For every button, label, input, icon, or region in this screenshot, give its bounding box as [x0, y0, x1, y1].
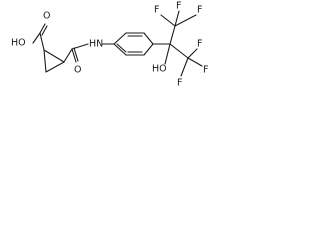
bond-cooh-c-to-ring — [39, 32, 45, 51]
bond-cyclopropane-b — [45, 61, 65, 73]
bond-upper-cf3-to-f-left — [160, 14, 176, 27]
bond-quaternary-to-oh — [164, 43, 171, 65]
bond-cyclopropane-a — [43, 49, 47, 73]
label-carboxylic-acid-o: O — [43, 11, 50, 22]
bond-benzene-inner-c — [116, 43, 127, 53]
bond-benzene-1 — [113, 32, 127, 45]
chemical-structure-diagram: HO O HN O HO F F F F F F — [11, 1, 208, 89]
label-carboxylic-acid-oh: HO — [11, 38, 26, 49]
bond-cooh-c-o-double-1 — [39, 23, 46, 34]
label-fluorine-lower-bottom: F — [177, 78, 182, 89]
bond-lower-cf3-to-f-bottom — [180, 57, 189, 77]
bond-benzene-6 — [113, 43, 127, 56]
bond-ring-to-amide-c — [63, 48, 73, 63]
bond-lower-cf3-to-f-right — [187, 57, 203, 67]
bond-quaternary-to-upper-cf3 — [169, 25, 176, 45]
bond-benzene-3 — [143, 32, 154, 45]
bond-lower-cf3-to-f-top — [187, 48, 198, 59]
bond-cyclopropane-c — [43, 49, 65, 63]
label-amide-o: O — [74, 65, 81, 76]
bond-amide-c-o-double-2 — [73, 47, 79, 62]
bond-amide-c-o-double-1 — [71, 48, 77, 63]
bond-cooh-c-to-oh — [32, 32, 41, 44]
label-amide-nh: HN — [89, 39, 103, 50]
bond-lines — [32, 10, 203, 77]
label-fluorine-lower-top: F — [197, 39, 202, 50]
bond-amide-c-to-n — [71, 43, 89, 50]
bond-cooh-c-o-double-2 — [41, 25, 48, 36]
label-fluorine-upper-top: F — [176, 1, 181, 12]
bond-upper-cf3-to-f-right — [174, 14, 197, 27]
label-fluorine-lower-right: F — [203, 65, 208, 76]
label-tertiary-alcohol-oh: HO — [152, 64, 167, 75]
bond-benzene-4 — [143, 43, 154, 56]
label-fluorine-upper-right: F — [197, 5, 202, 16]
bond-upper-cf3-to-f-top — [174, 10, 180, 27]
label-fluorine-upper-left: F — [154, 5, 159, 16]
atom-labels: HO O HN O HO F F F F F F — [11, 1, 208, 89]
bond-quaternary-to-lower-cf3 — [169, 43, 189, 59]
